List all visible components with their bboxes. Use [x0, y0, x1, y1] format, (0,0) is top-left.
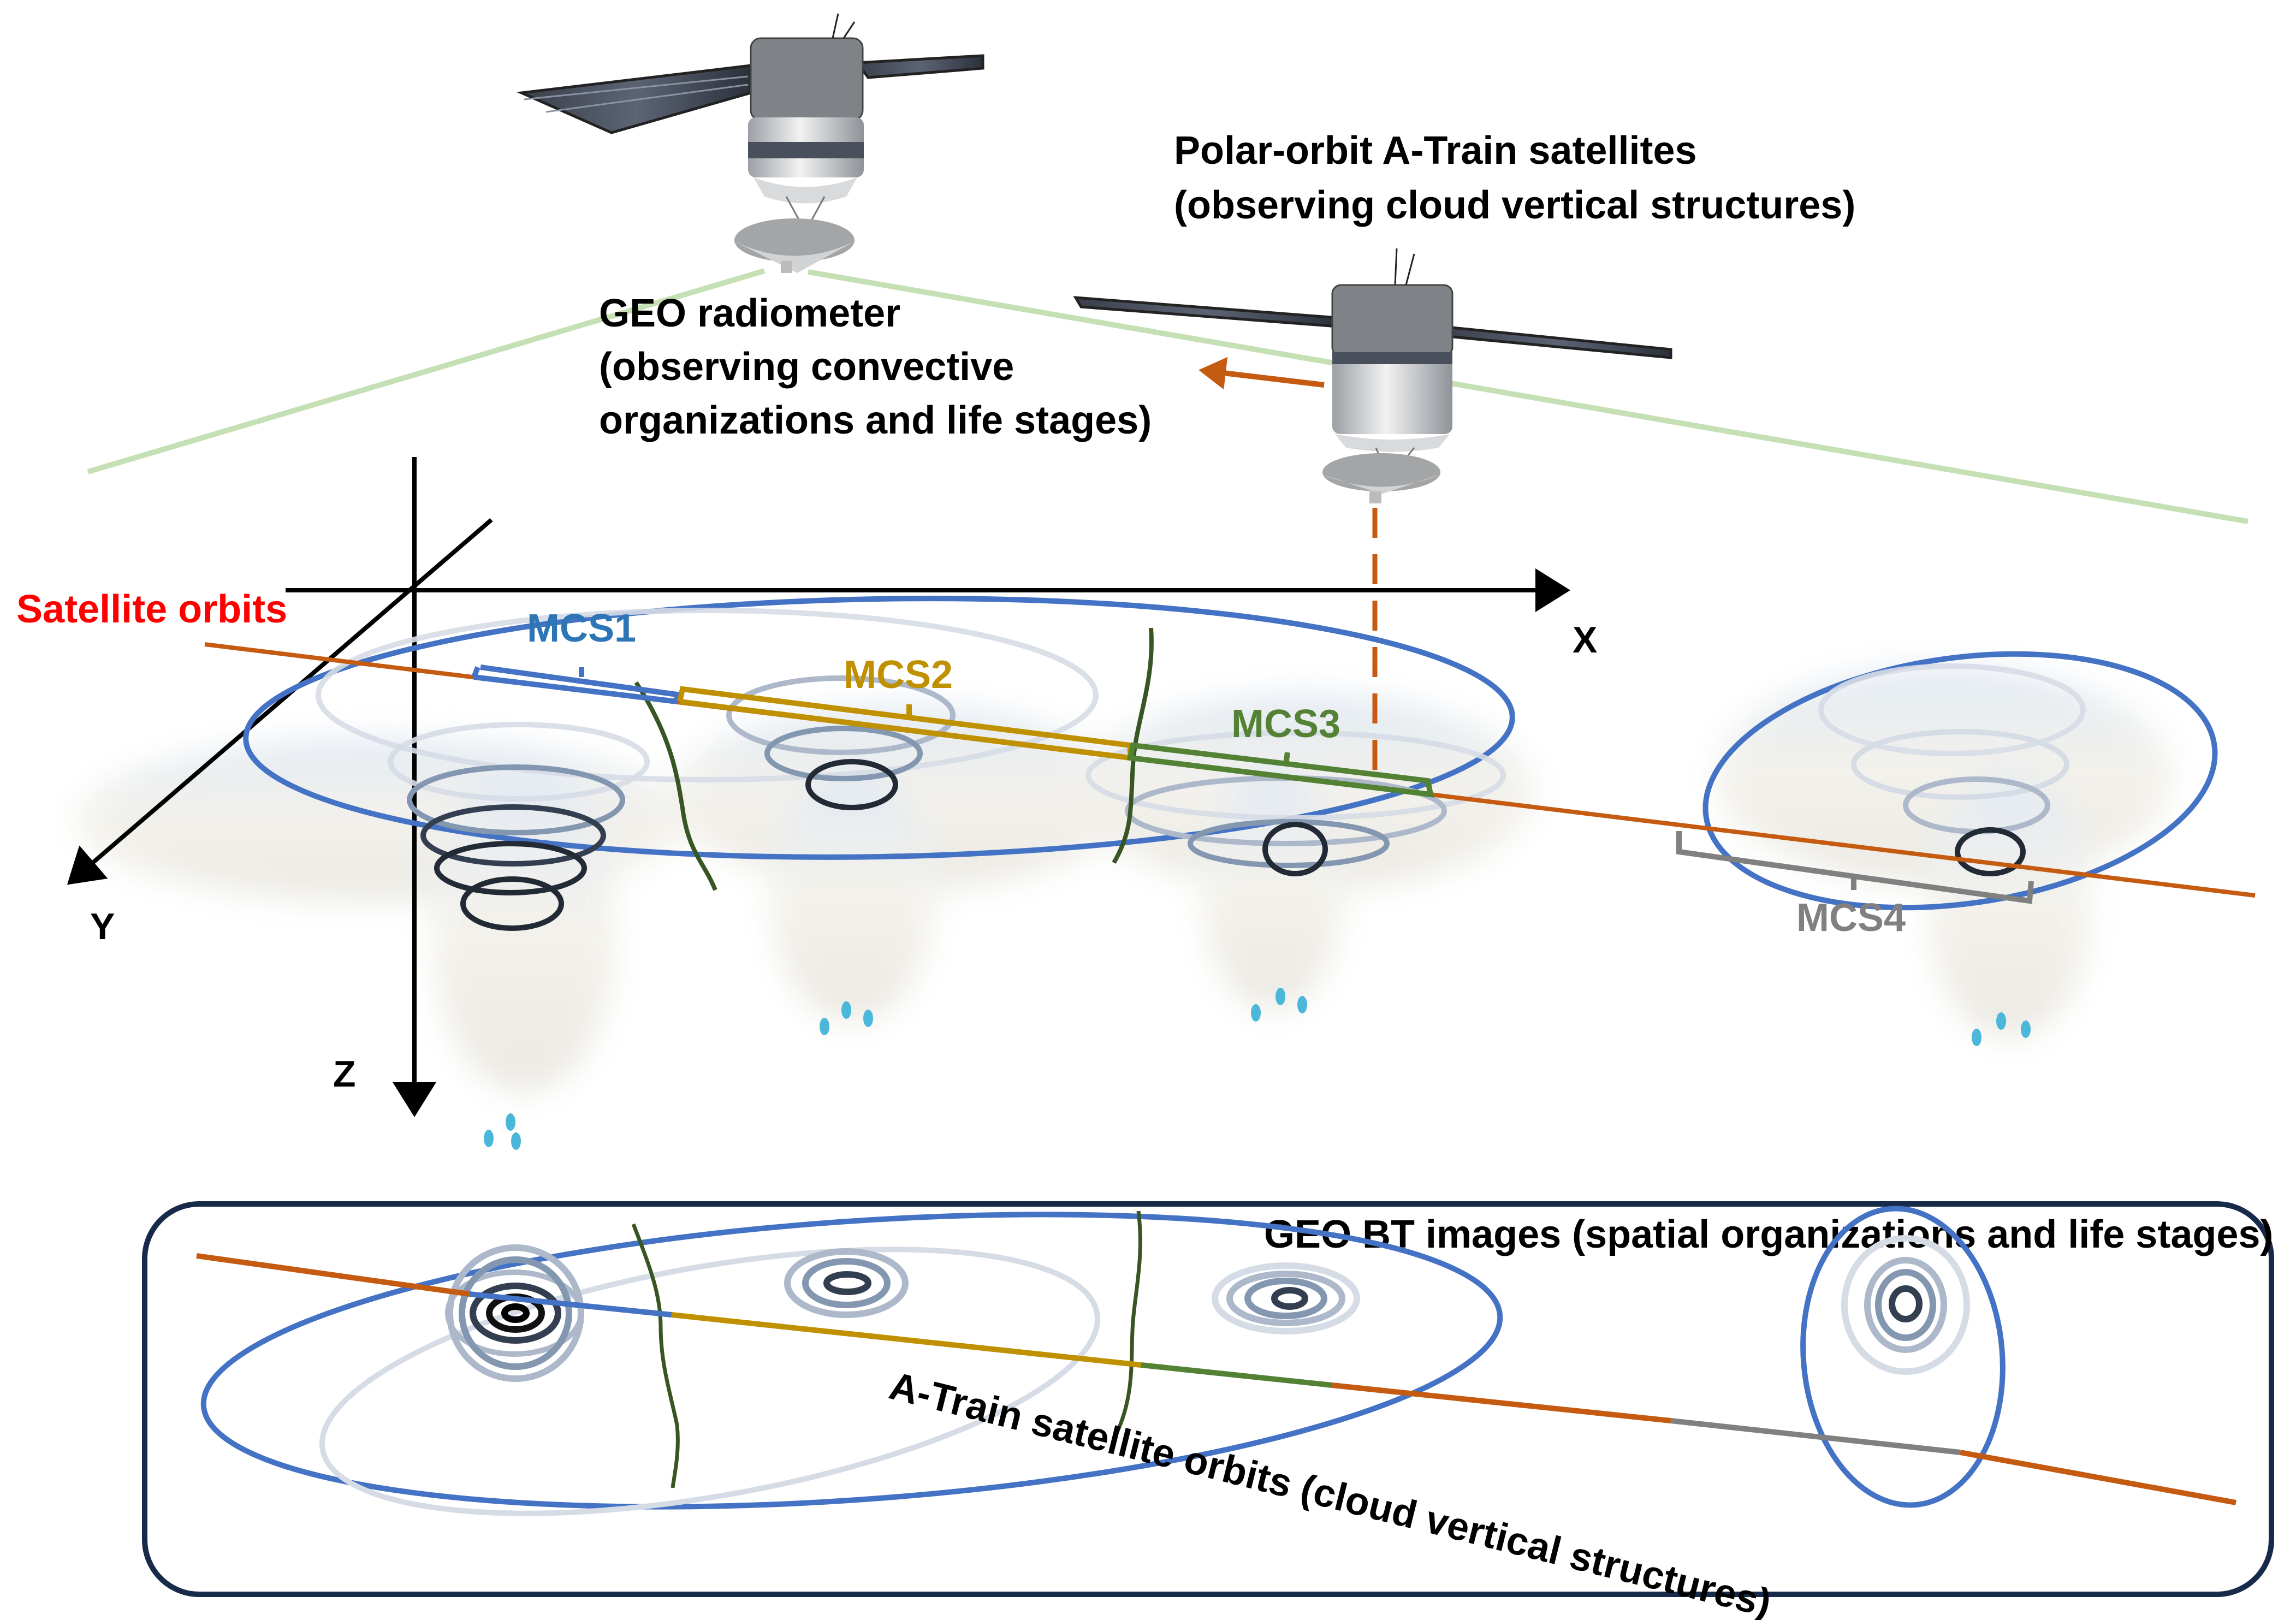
geo-radiometer-caption: GEO radiometer (observing convective org… [599, 292, 1152, 442]
raindrop-icon-group [484, 988, 2031, 1150]
bt-orbit-segment-outside [196, 1253, 470, 1297]
bt-mcs123-outline [200, 1212, 1503, 1510]
bt-mcs3-contour-rings [1212, 1262, 1360, 1334]
satellite-orbits-label: Satellite orbits [16, 588, 287, 631]
mcs4-bracket [1676, 831, 2034, 904]
bt-orbit-segment-mcs2 [671, 1312, 1142, 1368]
axis-z-label: Z [333, 1053, 356, 1095]
bt-orbit-segment-between [1332, 1382, 1671, 1423]
axes: X Y Z [67, 457, 1597, 1117]
geo-fov-line-right [808, 269, 2248, 524]
mcs2-contours [726, 675, 956, 810]
orbit-direction-arrow [1199, 357, 1325, 390]
mcs3-bracket [1126, 742, 1434, 798]
cumulonimbus-cloud-icon [1714, 666, 2173, 1037]
raindrop-icon [1972, 1012, 2031, 1046]
mcs2-label: MCS2 [844, 653, 953, 697]
bt-mcs4-outline [1800, 1206, 2006, 1508]
polar-satellite-icon [1073, 248, 1672, 503]
axis-y-label: Y [90, 906, 115, 947]
geo-caption-line3: organizations and life stages) [599, 399, 1152, 442]
raindrop-icon [820, 1001, 873, 1035]
panel-frame [142, 1201, 2274, 1597]
polar-caption-line2: (observing cloud vertical structures) [1174, 183, 1855, 227]
mcs-brackets [471, 664, 2034, 904]
bt-orbit-line [196, 1253, 2236, 1505]
mcs1-contours [388, 722, 650, 931]
axis-x-label: X [1573, 619, 1597, 661]
bt-separator-1-2 [631, 1223, 680, 1488]
bt-orbit-segment-end [1960, 1450, 2236, 1505]
raindrop-icon [1251, 988, 1307, 1022]
geo-satellite-icon [516, 13, 984, 273]
mcs1-label: MCS1 [527, 607, 636, 650]
mcs1-bracket [471, 664, 680, 704]
bt-mcs1-contour-rings [447, 1244, 584, 1382]
bt-orbit-segment-mcs1 [469, 1291, 672, 1318]
bt-orbit-segment-mcs3 [1141, 1362, 1333, 1388]
cold-cloud-contour-large [316, 608, 1099, 782]
geo-caption-line1: GEO radiometer [599, 292, 900, 335]
mcs4-label: MCS4 [1796, 896, 1906, 940]
polar-caption-line1: Polar-orbit A-Train satellites [1174, 129, 1697, 173]
bt-separator-2-3 [1114, 1210, 1142, 1434]
bt-orbit-segment-mcs4 [1670, 1418, 1961, 1455]
mcs4-outline [1702, 651, 2218, 911]
polar-satellite-caption: Polar-orbit A-Train satellites (observin… [1174, 129, 1855, 227]
y-axis [67, 518, 493, 885]
geo-bt-images-panel: GEO BT images (spatial organizations and… [142, 1201, 2274, 1620]
panel-title: GEO BT images (spatial organizations and… [1264, 1213, 2273, 1256]
mcs4-region-3d [1702, 651, 2218, 911]
cumulonimbus-cloud-icon [672, 704, 1130, 1021]
mcs-separator-1-2 [634, 681, 717, 891]
geo-caption-line2: (observing convective [599, 345, 1014, 389]
raindrop-icon [484, 1113, 521, 1150]
bt-mcs2-contour-rings [784, 1248, 909, 1318]
bt-mcs4-contour-rings [1841, 1235, 1970, 1375]
geo-fov-line-left [87, 268, 766, 474]
mcs-labels: MCS1 MCS2 MCS3 MCS4 [527, 607, 1906, 940]
mcs4-contours [1818, 663, 2086, 876]
mcs123-outline [243, 596, 1515, 860]
mcs-region-3d [243, 596, 1515, 931]
bt-cold-contour-large [319, 1247, 1100, 1516]
mcs3-label: MCS3 [1231, 702, 1340, 746]
